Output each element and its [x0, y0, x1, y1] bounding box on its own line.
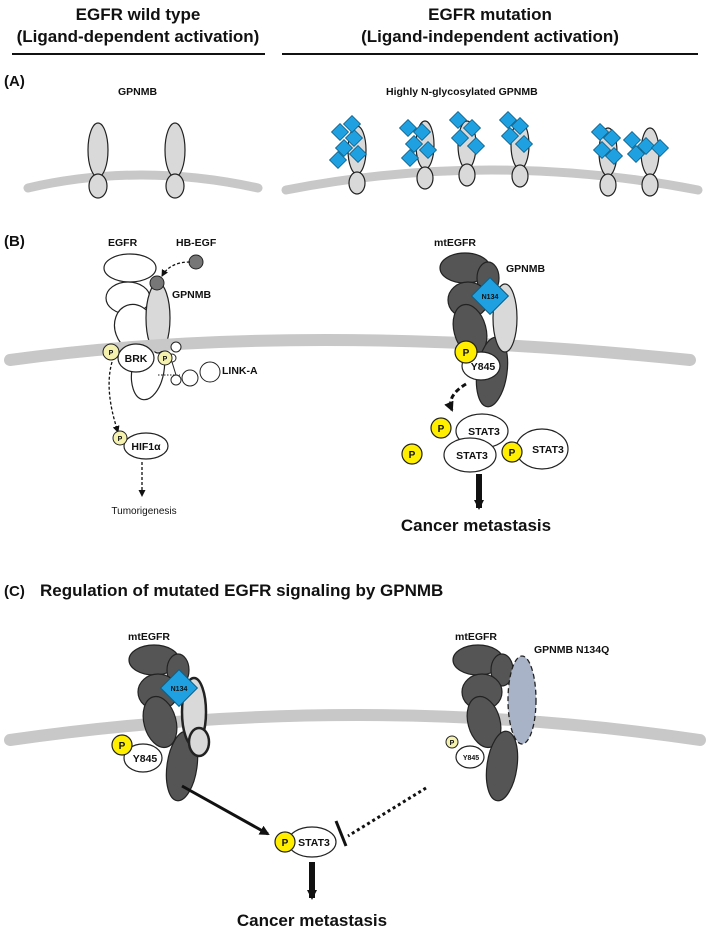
header-right-line2: (Ligand-independent activation): [361, 27, 619, 46]
panel-c-marker: (C): [4, 583, 25, 600]
n134-glycan-b: N134: [470, 276, 510, 316]
phospho-stat3-2-label: P: [409, 450, 416, 461]
gpnmb-glyco-5: [591, 123, 623, 197]
membrane-b: [4, 334, 696, 366]
gpnmb-glyco-4: [499, 111, 533, 188]
link-a-rna: [158, 341, 221, 387]
phospho-y845-c-right: [445, 735, 459, 749]
label-stat3-2: STAT3: [456, 450, 488, 462]
arrow-to-stat3: [444, 382, 467, 412]
phospho-stat3-3: [501, 441, 523, 463]
phospho-hif1a: [112, 430, 128, 446]
label-tumorigenesis: Tumorigenesis: [111, 506, 176, 517]
panel-b-marker: (B): [4, 233, 25, 250]
label-hb-egf: HB-EGF: [176, 237, 217, 249]
panel-a-left-label: GPNMB: [118, 86, 158, 98]
label-brk: BRK: [125, 353, 148, 365]
hb-egf-ligand: [188, 254, 204, 270]
panel-c-title: Regulation of mutated EGFR signaling by …: [40, 581, 443, 600]
phospho-egfr-wt-label: P: [163, 356, 168, 363]
panel-a-marker: (A): [4, 73, 25, 90]
gpnmb-a-left-1: [87, 122, 109, 199]
phospho-egfr-wt: [157, 350, 173, 366]
label-metastasis-c: Cancer metastasis: [237, 911, 387, 930]
label-mtegfr-c-left: mtEGFR: [128, 631, 170, 643]
header-left: EGFR wild type (Ligand-dependent activat…: [12, 5, 265, 55]
phospho-y845-c-left: [111, 734, 133, 756]
phospho-y845-c-right-label: P: [450, 740, 455, 747]
phospho-y845-c-left-label: P: [119, 741, 126, 752]
membrane-a-left: [23, 170, 263, 193]
label-gpnmb-n134q: GPNMB N134Q: [534, 644, 609, 656]
header-right: EGFR mutation (Ligand-independent activa…: [282, 5, 698, 55]
gpnmb-glyco-6: [623, 127, 669, 197]
label-y845-b: Y845: [471, 361, 496, 373]
hb-egf-bound: [149, 275, 165, 291]
phospho-stat3-c-label: P: [282, 838, 289, 849]
inhibition-bar: [334, 820, 348, 847]
phospho-brk: [102, 343, 120, 361]
y845-site-c-left: [123, 743, 163, 773]
arrow-activates-stat3: [181, 784, 270, 836]
label-stat3-3: STAT3: [532, 444, 564, 456]
n134-glycan-c: N134: [159, 668, 199, 708]
label-n134-c: N134: [171, 686, 188, 693]
label-gpnmb-b-left: GPNMB: [172, 289, 212, 301]
label-gpnmb-b-right: GPNMB: [506, 263, 546, 275]
membrane-a-right: [281, 165, 703, 195]
label-y845-c-left: Y845: [133, 753, 158, 765]
label-mtegfr-b: mtEGFR: [434, 237, 476, 249]
panel-a-right-label: Highly N-glycosylated GPNMB: [386, 86, 538, 98]
label-stat3-1: STAT3: [468, 426, 500, 438]
label-hif1a: HIF1α: [131, 441, 161, 453]
phospho-y845-b: [454, 340, 478, 364]
membrane-c: [4, 709, 706, 746]
label-mtegfr-c-right: mtEGFR: [455, 631, 497, 643]
phospho-brk-label: P: [109, 350, 114, 357]
gpnmb-a-left-2: [164, 122, 186, 199]
hif1a-node: [123, 432, 169, 460]
label-egfr: EGFR: [108, 237, 138, 249]
header-left-line1: EGFR wild type: [76, 5, 201, 24]
phospho-stat3-2: [401, 443, 423, 465]
phospho-hif1a-label: P: [118, 436, 123, 443]
stat3-complex: [443, 413, 569, 473]
gpnmb-glyco-1: [329, 115, 367, 195]
label-y845-c-right: Y845: [463, 755, 479, 762]
gpnmb-c-left-tm: [187, 726, 211, 758]
y845-site-c-right: [455, 745, 485, 769]
inhibition-line: [347, 786, 427, 838]
phospho-stat3-1: [430, 417, 452, 439]
brk-kinase: [117, 343, 155, 373]
phospho-stat3-c: [274, 831, 296, 853]
label-metastasis-b: Cancer metastasis: [401, 516, 551, 535]
label-n134-b: N134: [482, 294, 499, 301]
mtegfr-receptor-c-right: [452, 644, 519, 802]
phospho-y845-b-label: P: [463, 348, 470, 359]
label-link-a: LINK-A: [222, 365, 258, 377]
gpnmb-glyco-3: [449, 111, 485, 187]
gpnmb-glyco-2: [399, 119, 437, 190]
phospho-stat3-1-label: P: [438, 424, 445, 435]
hb-egf-arrow: [161, 261, 191, 277]
arrow-to-hif1a: [108, 361, 120, 433]
header-right-line1: EGFR mutation: [428, 5, 552, 24]
header-left-line2: (Ligand-dependent activation): [17, 27, 260, 46]
gpnmb-n134q-mutant: [507, 655, 537, 745]
phospho-stat3-3-label: P: [509, 448, 516, 459]
label-stat3-c: STAT3: [298, 837, 330, 849]
